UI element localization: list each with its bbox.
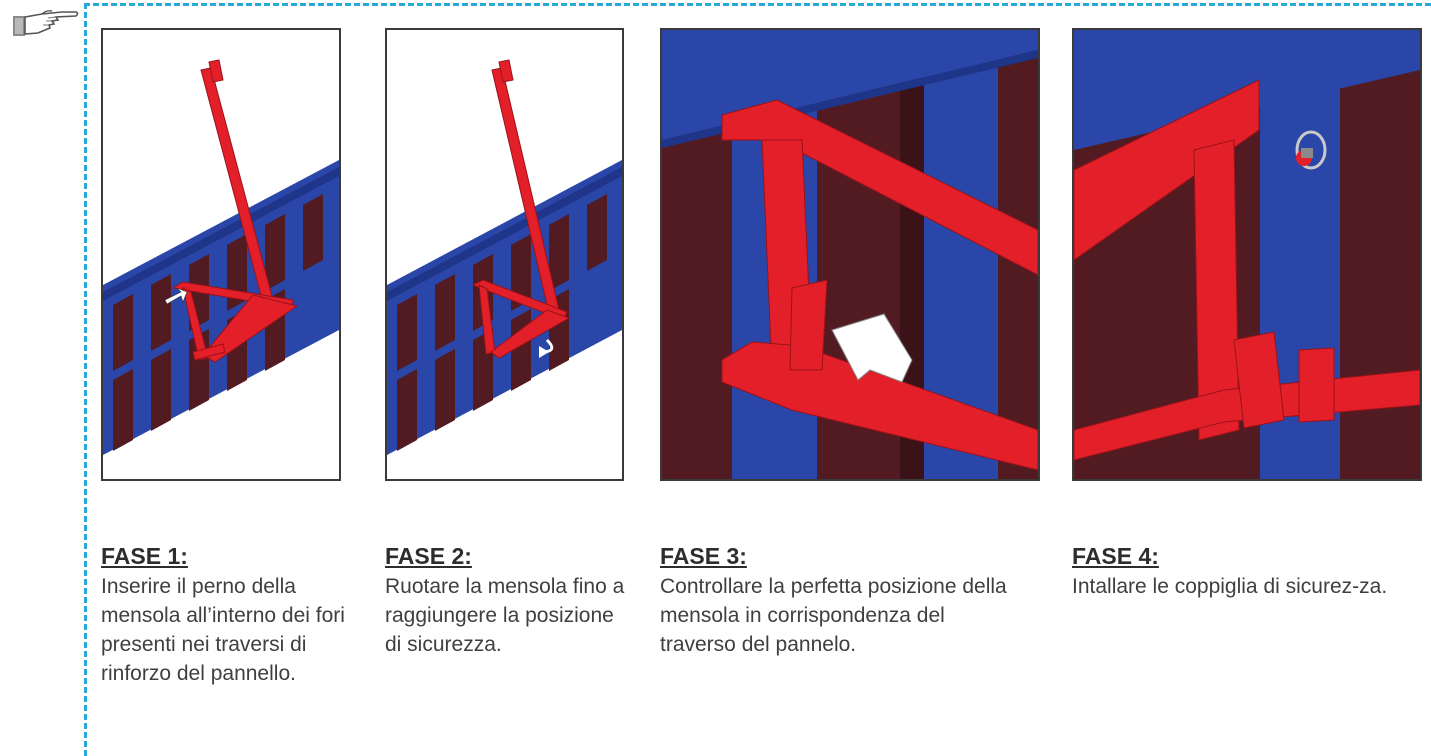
step-4-illustration — [1072, 28, 1422, 481]
step-1-text: Inserire il perno della mensola all’inte… — [101, 575, 345, 685]
step-2-text: Ruotare la mensola fino a raggiungere la… — [385, 575, 625, 656]
step-2-illustration — [385, 28, 624, 481]
dashed-frame-top — [84, 3, 1431, 6]
step-1-illustration — [101, 28, 341, 481]
step-1-title: FASE 1: — [101, 543, 188, 569]
step-3-illustration — [660, 28, 1040, 481]
step-4-title: FASE 4: — [1072, 543, 1159, 569]
step-2-caption: FASE 2: Ruotare la mensola fino a raggiu… — [385, 542, 635, 659]
step-4-text: Intallare le coppiglia di sicurez-za. — [1072, 575, 1388, 598]
dashed-frame-left — [84, 3, 87, 756]
step-3-title: FASE 3: — [660, 543, 747, 569]
step-1-caption: FASE 1: Inserire il perno della mensola … — [101, 542, 351, 688]
safety-pin-icon — [1295, 130, 1327, 170]
pointing-hand-icon — [12, 6, 80, 42]
step-3-caption: FASE 3: Controllare la perfetta posizion… — [660, 542, 1020, 659]
step-2-title: FASE 2: — [385, 543, 472, 569]
step-3-text: Controllare la perfetta posizione della … — [660, 575, 1007, 656]
step-4-caption: FASE 4: Intallare le coppiglia di sicure… — [1072, 542, 1414, 601]
